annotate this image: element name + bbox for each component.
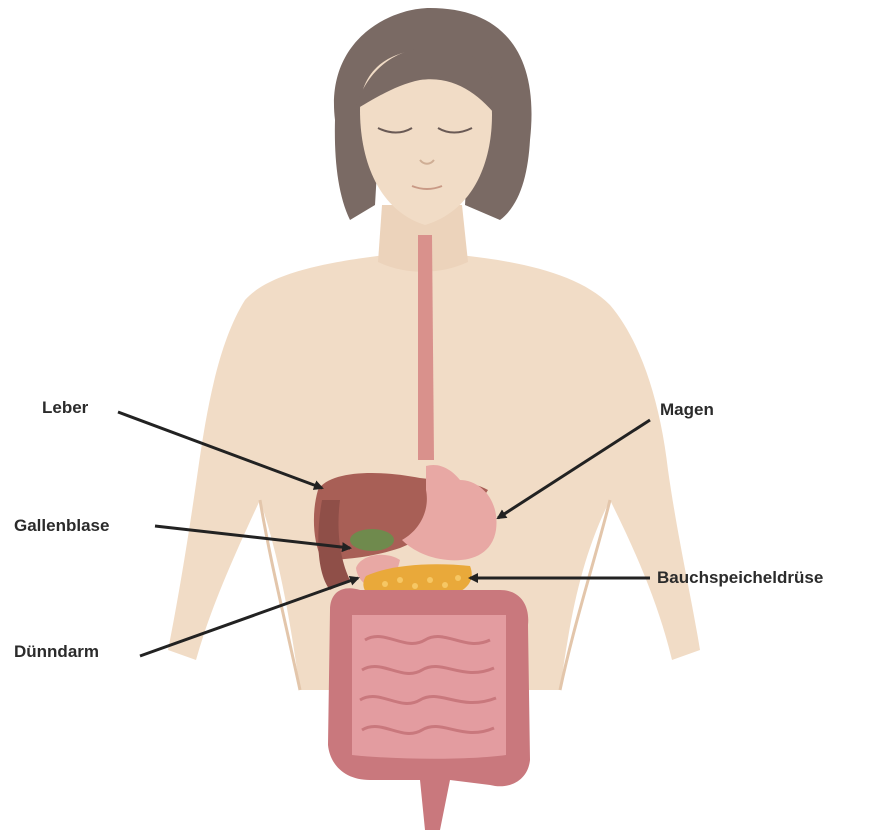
label-leber: Leber (42, 398, 88, 418)
label-bauchspeicheldruese: Bauchspeicheldrüse (657, 568, 823, 588)
esophagus (418, 235, 434, 460)
label-duenndarm: Dünndarm (14, 642, 99, 662)
label-magen: Magen (660, 400, 714, 420)
label-gallenblase: Gallenblase (14, 516, 109, 536)
gallbladder (350, 529, 394, 551)
